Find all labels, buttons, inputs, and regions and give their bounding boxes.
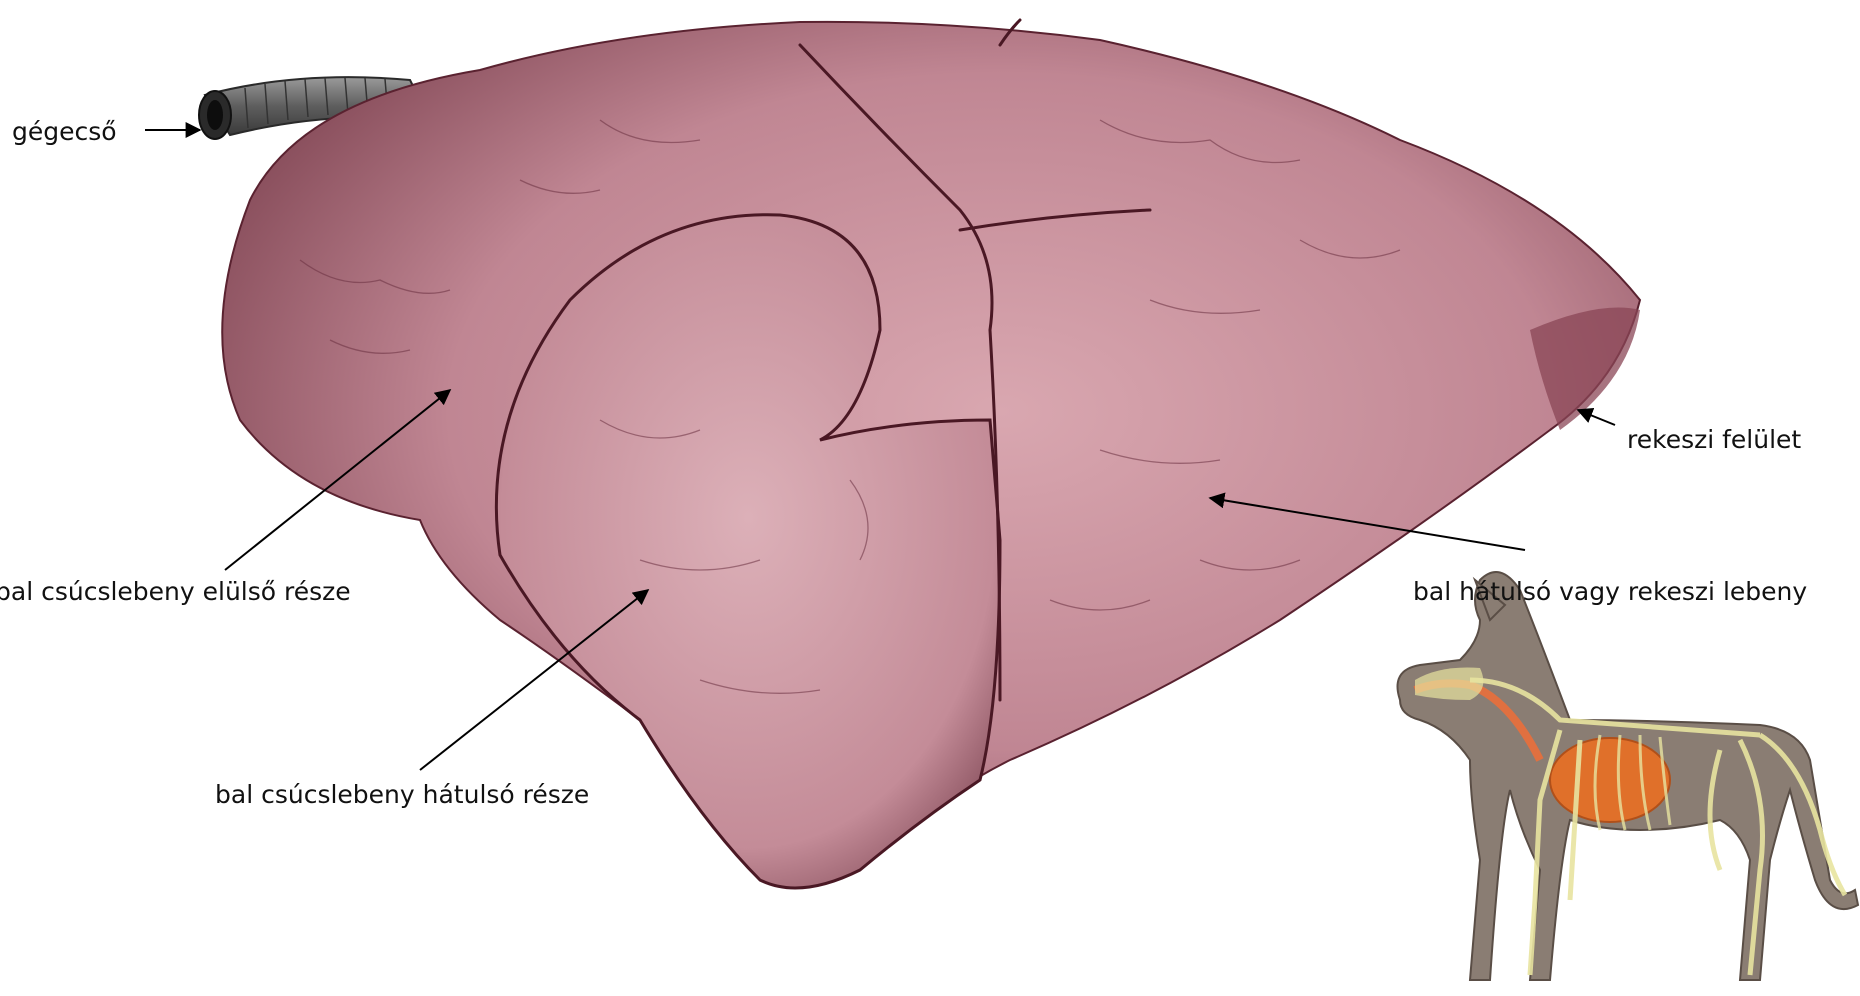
label-caudal-lobe: bal hátulsó vagy rekeszi lebeny bbox=[1413, 577, 1807, 606]
label-cranial-lobe-rear: bal csúcslebeny hátulsó része bbox=[215, 780, 589, 809]
label-trachea: gégecső bbox=[12, 117, 117, 146]
dog-lung bbox=[1550, 738, 1670, 822]
dog-anatomy-inset bbox=[1398, 572, 1859, 980]
label-cranial-lobe-front: bal csúcslebeny elülső része bbox=[0, 577, 351, 606]
label-diaphragmatic-surface: rekeszi felület bbox=[1627, 425, 1801, 454]
leader-diaphragmatic-surface bbox=[1578, 410, 1615, 425]
